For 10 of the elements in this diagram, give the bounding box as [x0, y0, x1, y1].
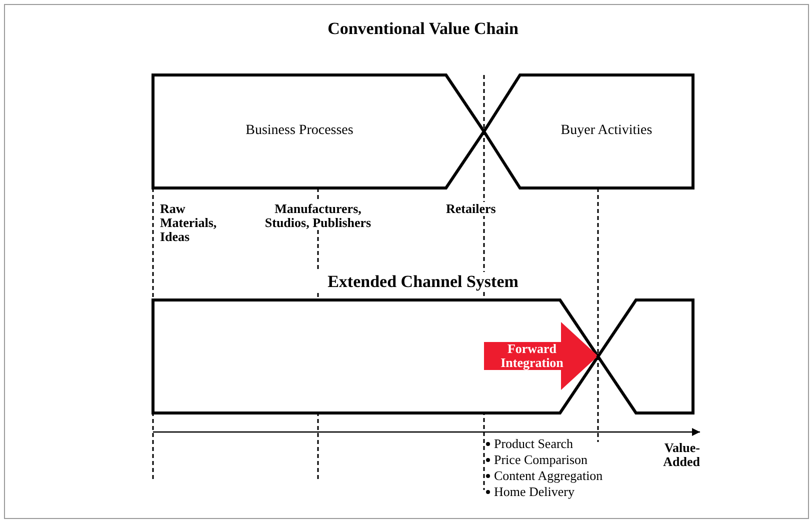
list-item: Content Aggregation	[485, 468, 603, 484]
block-label: Buyer Activities	[560, 123, 654, 139]
list-item: Price Comparison	[485, 452, 588, 468]
channel-block	[598, 300, 693, 413]
process-block	[484, 75, 693, 188]
block-label: Forward Integration	[500, 342, 564, 370]
list-item: Home Delivery	[485, 484, 575, 500]
block-label: Business Processes	[244, 123, 354, 139]
process-block	[153, 75, 484, 188]
forward-arrow	[484, 322, 598, 390]
